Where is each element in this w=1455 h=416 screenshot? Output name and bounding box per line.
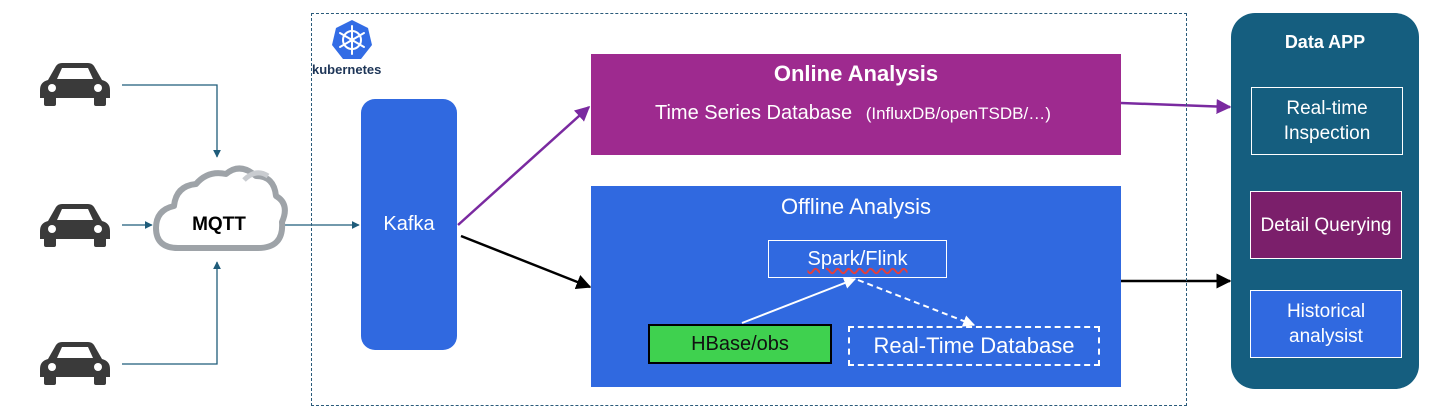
mqtt-label: MQTT <box>192 214 246 235</box>
real-time-database-label: Real-Time Database <box>873 333 1075 358</box>
data-app-title: Data APP <box>1284 32 1366 52</box>
app-item-label: Real-time Inspection <box>1283 98 1371 144</box>
real-time-database-box[interactable]: Real-Time Database <box>848 326 1100 366</box>
connector-kafka-online <box>457 105 591 226</box>
hbase-obs-box[interactable]: HBase/obs <box>648 324 832 364</box>
kafka-node[interactable]: Kafka <box>361 99 457 350</box>
spark-flink-box[interactable]: Spark/Flink <box>768 240 947 278</box>
kubernetes-label: kubernetes <box>312 62 382 77</box>
kubernetes-helm-icon <box>332 20 372 59</box>
offline-analysis-title: Offline Analysis <box>780 194 931 219</box>
connector-online-app <box>1120 99 1232 114</box>
app-item-label: Historical analysist <box>1286 301 1366 347</box>
app-item-detail-querying[interactable]: Detail Querying <box>1250 191 1402 259</box>
car-icon <box>40 63 110 106</box>
car-icon <box>40 204 110 247</box>
tsdb-detail: (InfluxDB/openTSDB/…) <box>865 104 1051 123</box>
kafka-label: Kafka <box>383 213 435 235</box>
connector-kafka-offline <box>460 234 592 290</box>
online-analysis-title: Online Analysis <box>773 61 939 86</box>
time-series-database-label: Time Series Database (InfluxDB/openTSDB/… <box>655 102 1051 125</box>
car-icon <box>40 342 110 385</box>
hbase-obs-label: HBase/obs <box>691 332 789 355</box>
app-item-historical-analysist[interactable]: Historical analysist <box>1250 290 1402 358</box>
app-item-label: Detail Querying <box>1260 214 1392 236</box>
online-analysis-box[interactable]: Online Analysis Time Series Database (In… <box>591 54 1121 155</box>
connector-car1-mqtt <box>122 84 221 158</box>
cloud-icon <box>153 165 288 251</box>
connector-car3-mqtt <box>122 261 221 365</box>
tsdb-name: Time Series Database <box>655 102 853 124</box>
kubernetes-cluster-frame <box>311 13 1187 406</box>
spark-flink-label: Spark/Flink <box>807 247 908 270</box>
app-item-real-time-inspection[interactable]: Real-time Inspection <box>1251 87 1403 155</box>
